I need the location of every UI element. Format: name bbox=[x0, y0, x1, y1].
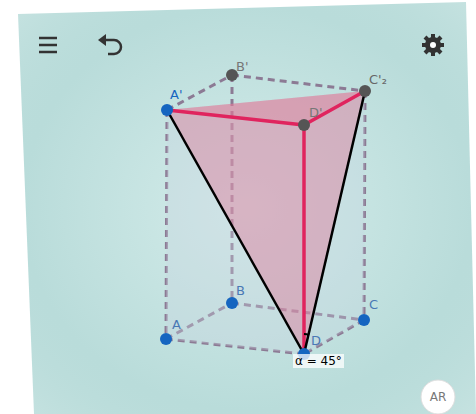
point-label: B' bbox=[236, 60, 249, 73]
menu-icon bbox=[39, 38, 57, 52]
ar-button bbox=[421, 380, 455, 414]
points bbox=[160, 69, 371, 360]
point-label: A bbox=[172, 318, 181, 331]
point-label: B bbox=[236, 284, 245, 297]
box-edges bbox=[166, 75, 365, 354]
point-label: D bbox=[311, 334, 321, 347]
settings-icon bbox=[422, 34, 444, 56]
angle-label: α = 45° bbox=[293, 354, 344, 368]
undo-icon bbox=[98, 34, 121, 54]
diagonals bbox=[167, 91, 365, 354]
point-label: D' bbox=[309, 106, 323, 119]
point-label: C'₂ bbox=[369, 73, 387, 86]
ground-plane bbox=[18, 2, 476, 414]
angle-arc bbox=[304, 334, 309, 335]
point-label: C bbox=[369, 298, 378, 311]
ar-button-text: AR bbox=[430, 391, 447, 403]
point-label: A' bbox=[170, 88, 182, 101]
section-plane bbox=[167, 91, 365, 354]
tetra-edges bbox=[167, 91, 365, 354]
